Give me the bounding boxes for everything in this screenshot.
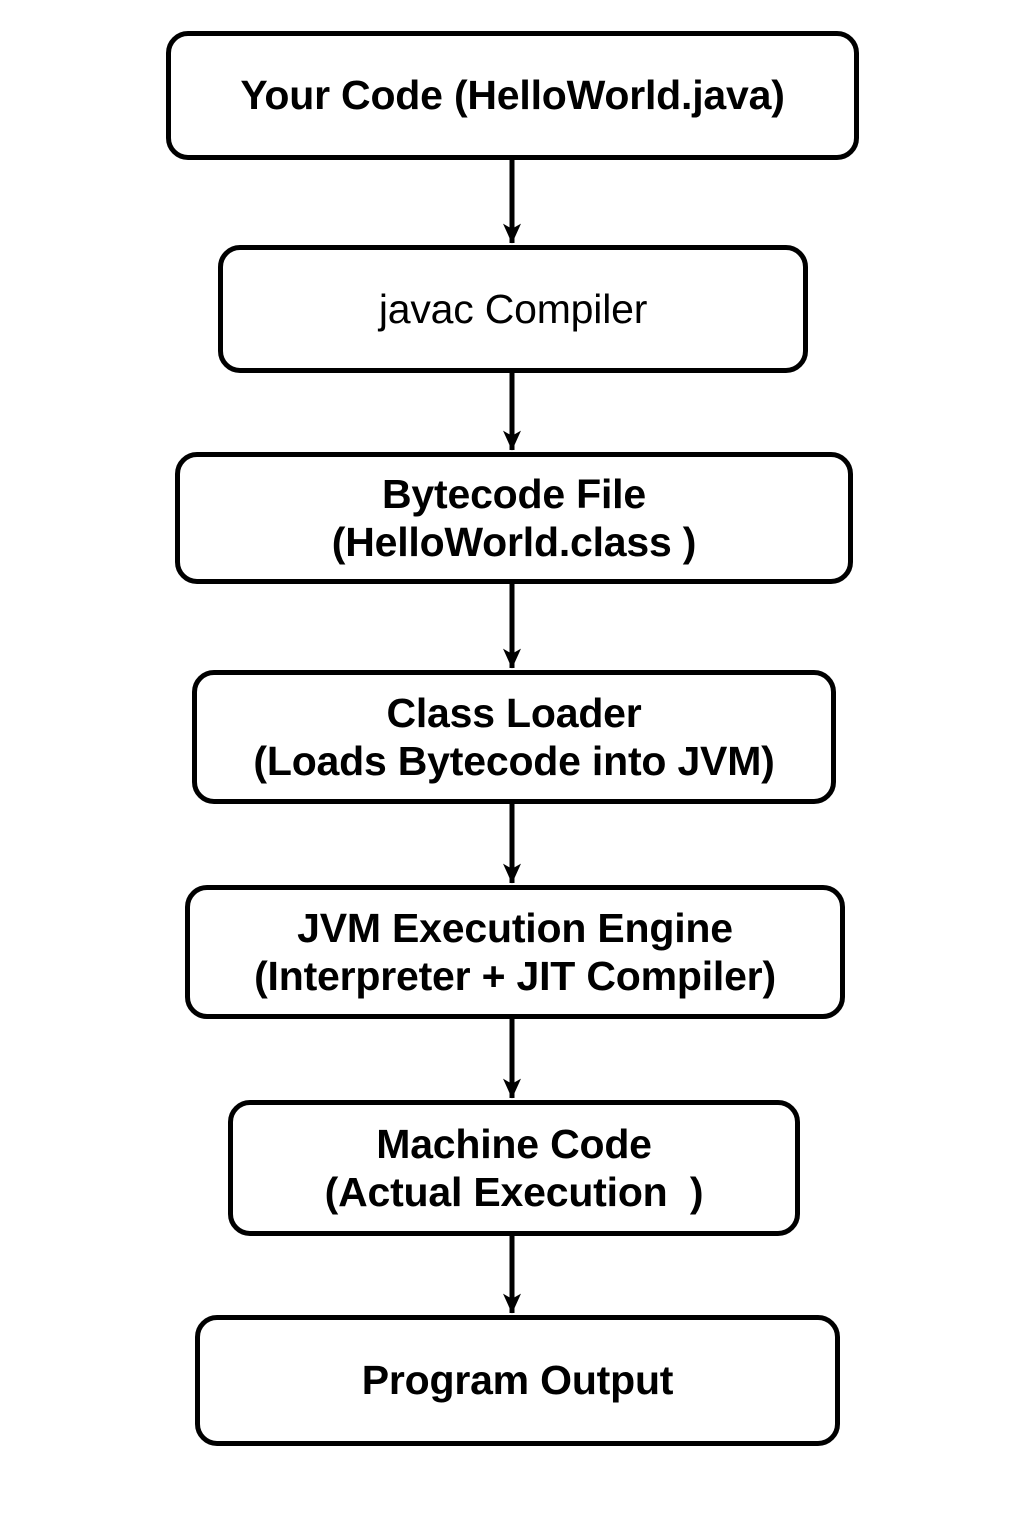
node-javac-compiler[interactable]: javac Compiler bbox=[218, 245, 808, 373]
node-jvm-execution-engine[interactable]: JVM Execution Engine (Interpreter + JIT … bbox=[185, 885, 845, 1019]
node-bytecode-file-line-2: (HelloWorld.class ) bbox=[331, 519, 697, 565]
node-class-loader-line-2: (Loads Bytecode into JVM) bbox=[253, 738, 775, 784]
node-machine-code-line-1: Machine Code bbox=[376, 1120, 652, 1167]
node-class-loader[interactable]: Class Loader (Loads Bytecode into JVM) bbox=[192, 670, 836, 804]
node-your-code[interactable]: Your Code (HelloWorld.java) bbox=[166, 31, 859, 160]
node-your-code-line-1: Your Code (HelloWorld.java) bbox=[240, 72, 785, 119]
node-program-output-line-1: Program Output bbox=[361, 1357, 674, 1404]
node-machine-code[interactable]: Machine Code (Actual Execution ) bbox=[228, 1100, 800, 1236]
node-class-loader-line-1: Class Loader bbox=[386, 689, 642, 736]
node-bytecode-file[interactable]: Bytecode File (HelloWorld.class ) bbox=[175, 452, 853, 584]
node-jvm-execution-engine-line-2: (Interpreter + JIT Compiler) bbox=[254, 953, 776, 999]
node-javac-compiler-line-1: javac Compiler bbox=[378, 285, 648, 332]
node-program-output[interactable]: Program Output bbox=[195, 1315, 840, 1446]
node-bytecode-file-line-1: Bytecode File bbox=[382, 470, 646, 517]
node-machine-code-line-2: (Actual Execution ) bbox=[324, 1169, 704, 1215]
node-jvm-execution-engine-line-1: JVM Execution Engine bbox=[297, 904, 733, 951]
